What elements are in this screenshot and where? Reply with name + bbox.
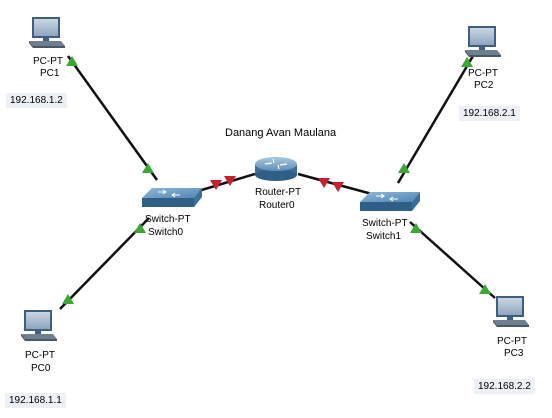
router0-type-label: Router-PT	[255, 187, 302, 198]
status-up-icon	[142, 163, 154, 173]
router0-icon[interactable]	[255, 157, 297, 181]
pc2-icon[interactable]	[465, 26, 501, 57]
status-up-icon	[66, 56, 78, 66]
pc1-name-label: PC1	[40, 68, 60, 79]
status-down-icon	[210, 180, 222, 190]
pc0-icon[interactable]	[21, 310, 57, 341]
status-up-icon	[410, 223, 422, 233]
pc0-ip-label: 192.168.1.1	[5, 393, 66, 408]
status-up-icon	[62, 294, 74, 304]
status-up-icon	[461, 57, 473, 67]
switch0-icon[interactable]	[142, 188, 202, 207]
pc3-icon[interactable]	[493, 296, 529, 327]
pc1-icon[interactable]	[29, 17, 65, 48]
status-up-icon	[398, 163, 410, 173]
pc3-type-label: PC-PT	[497, 336, 527, 347]
pc0-type-label: PC-PT	[25, 350, 55, 361]
diagram-title: Danang Avan Maulana	[225, 127, 337, 139]
switch1-name-label: Switch1	[366, 231, 402, 242]
pc2-name-label: PC2	[474, 80, 494, 91]
status-up-icon	[479, 284, 491, 294]
pc2-ip-label: 192.168.2.1	[459, 106, 520, 121]
status-down-icon	[332, 182, 344, 192]
link-pc3-switch1[interactable]	[409, 221, 496, 299]
switch1-icon[interactable]	[360, 192, 420, 211]
pc2-type-label: PC-PT	[468, 68, 498, 79]
router0-name-label: Router0	[259, 200, 295, 211]
link-pc2-switch1[interactable]	[396, 55, 475, 184]
link-pc0-switch0[interactable]	[59, 217, 150, 310]
status-down-icon	[318, 178, 330, 188]
pc0-name-label: PC0	[31, 363, 51, 374]
pc3-ip-label: 192.168.2.2	[474, 379, 535, 394]
switch0-name-label: Switch0	[148, 227, 184, 238]
links	[59, 55, 496, 310]
pc1-ip-label: 192.168.1.2	[6, 93, 67, 108]
pc1-type-label: PC-PT	[33, 56, 63, 67]
status-down-icon	[224, 176, 236, 186]
status-up-icon	[134, 223, 146, 233]
switch1-type-label: Switch-PT	[362, 218, 408, 229]
link-status-markers	[62, 56, 491, 304]
switch0-type-label: Switch-PT	[145, 214, 191, 225]
pc3-name-label: PC3	[504, 348, 524, 359]
link-pc1-switch0[interactable]	[66, 55, 159, 181]
